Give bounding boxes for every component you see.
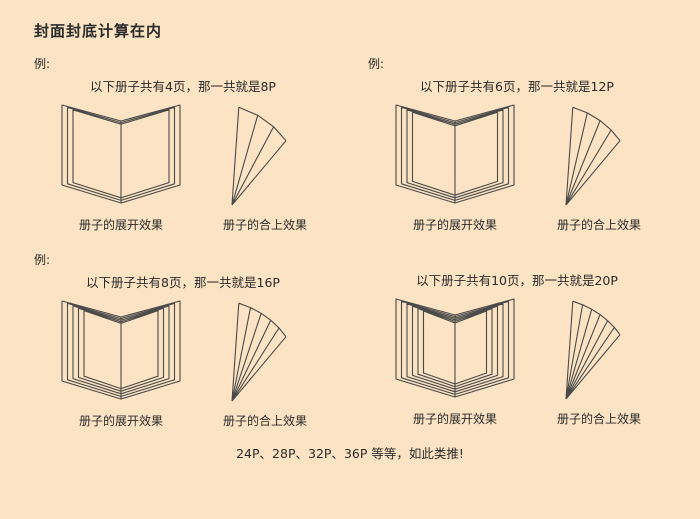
closed-book-figure: 册子的合上效果 xyxy=(220,99,310,233)
open-book-illustration xyxy=(390,293,520,405)
closed-book-illustration xyxy=(220,99,310,211)
closed-book-figure: 册子的合上效果 xyxy=(554,293,644,427)
open-book-figure: 册子的展开效果 xyxy=(56,295,186,429)
example-label: 例: xyxy=(368,57,385,71)
examples-grid: 例: 以下册子共有4页，那一共就是8P 册子的展开效果 册子的合上效果 例: 以… xyxy=(30,55,670,429)
example-label: 例: xyxy=(34,253,51,267)
example-caption: 以下册子共有4页，那一共就是8P xyxy=(90,79,276,94)
open-book-illustration xyxy=(56,295,186,407)
open-book-label: 册子的展开效果 xyxy=(412,412,497,426)
closed-book-illustration xyxy=(554,99,644,211)
open-book-figure: 册子的展开效果 xyxy=(390,293,520,427)
closed-book-label: 册子的合上效果 xyxy=(556,412,641,426)
example-caption: 以下册子共有8页，那一共就是16P xyxy=(86,275,280,290)
open-book-figure: 册子的展开效果 xyxy=(56,99,186,233)
example-figures: 册子的展开效果 册子的合上效果 xyxy=(30,295,336,429)
example-label xyxy=(368,251,670,266)
open-book-illustration xyxy=(56,99,186,211)
example-3: 例: 以下册子共有8页，那一共就是16P 册子的展开效果 册子的合上效果 xyxy=(30,251,336,429)
page-title: 封面封底计算在内 xyxy=(34,22,163,40)
example-caption: 以下册子共有6页，那一共就是12P xyxy=(420,79,614,94)
closed-book-label: 册子的合上效果 xyxy=(556,218,641,232)
example-figures: 册子的展开效果 册子的合上效果 xyxy=(30,99,336,233)
closed-book-illustration xyxy=(220,295,310,407)
open-book-illustration xyxy=(390,99,520,211)
closed-book-label: 册子的合上效果 xyxy=(222,218,307,232)
example-figures: 册子的展开效果 册子的合上效果 xyxy=(364,99,670,233)
open-book-label: 册子的展开效果 xyxy=(412,218,497,232)
example-label: 例: xyxy=(34,57,51,71)
example-2: 例: 以下册子共有6页，那一共就是12P 册子的展开效果 册子的合上效果 xyxy=(364,55,670,233)
closed-book-figure: 册子的合上效果 xyxy=(220,295,310,429)
open-book-label: 册子的展开效果 xyxy=(78,414,163,428)
example-1: 例: 以下册子共有4页，那一共就是8P 册子的展开效果 册子的合上效果 xyxy=(30,55,336,233)
example-caption: 以下册子共有10页，那一共就是20P xyxy=(416,273,618,288)
open-book-label: 册子的展开效果 xyxy=(78,218,163,232)
closed-book-label: 册子的合上效果 xyxy=(222,414,307,428)
open-book-figure: 册子的展开效果 xyxy=(390,99,520,233)
closed-book-illustration xyxy=(554,293,644,405)
closed-book-figure: 册子的合上效果 xyxy=(554,99,644,233)
example-4: 以下册子共有10页，那一共就是20P 册子的展开效果 册子的合上效果 xyxy=(364,251,670,429)
footer-note: 24P、28P、32P、36P 等等，如此类推! xyxy=(236,446,464,461)
example-figures: 册子的展开效果 册子的合上效果 xyxy=(364,293,670,427)
